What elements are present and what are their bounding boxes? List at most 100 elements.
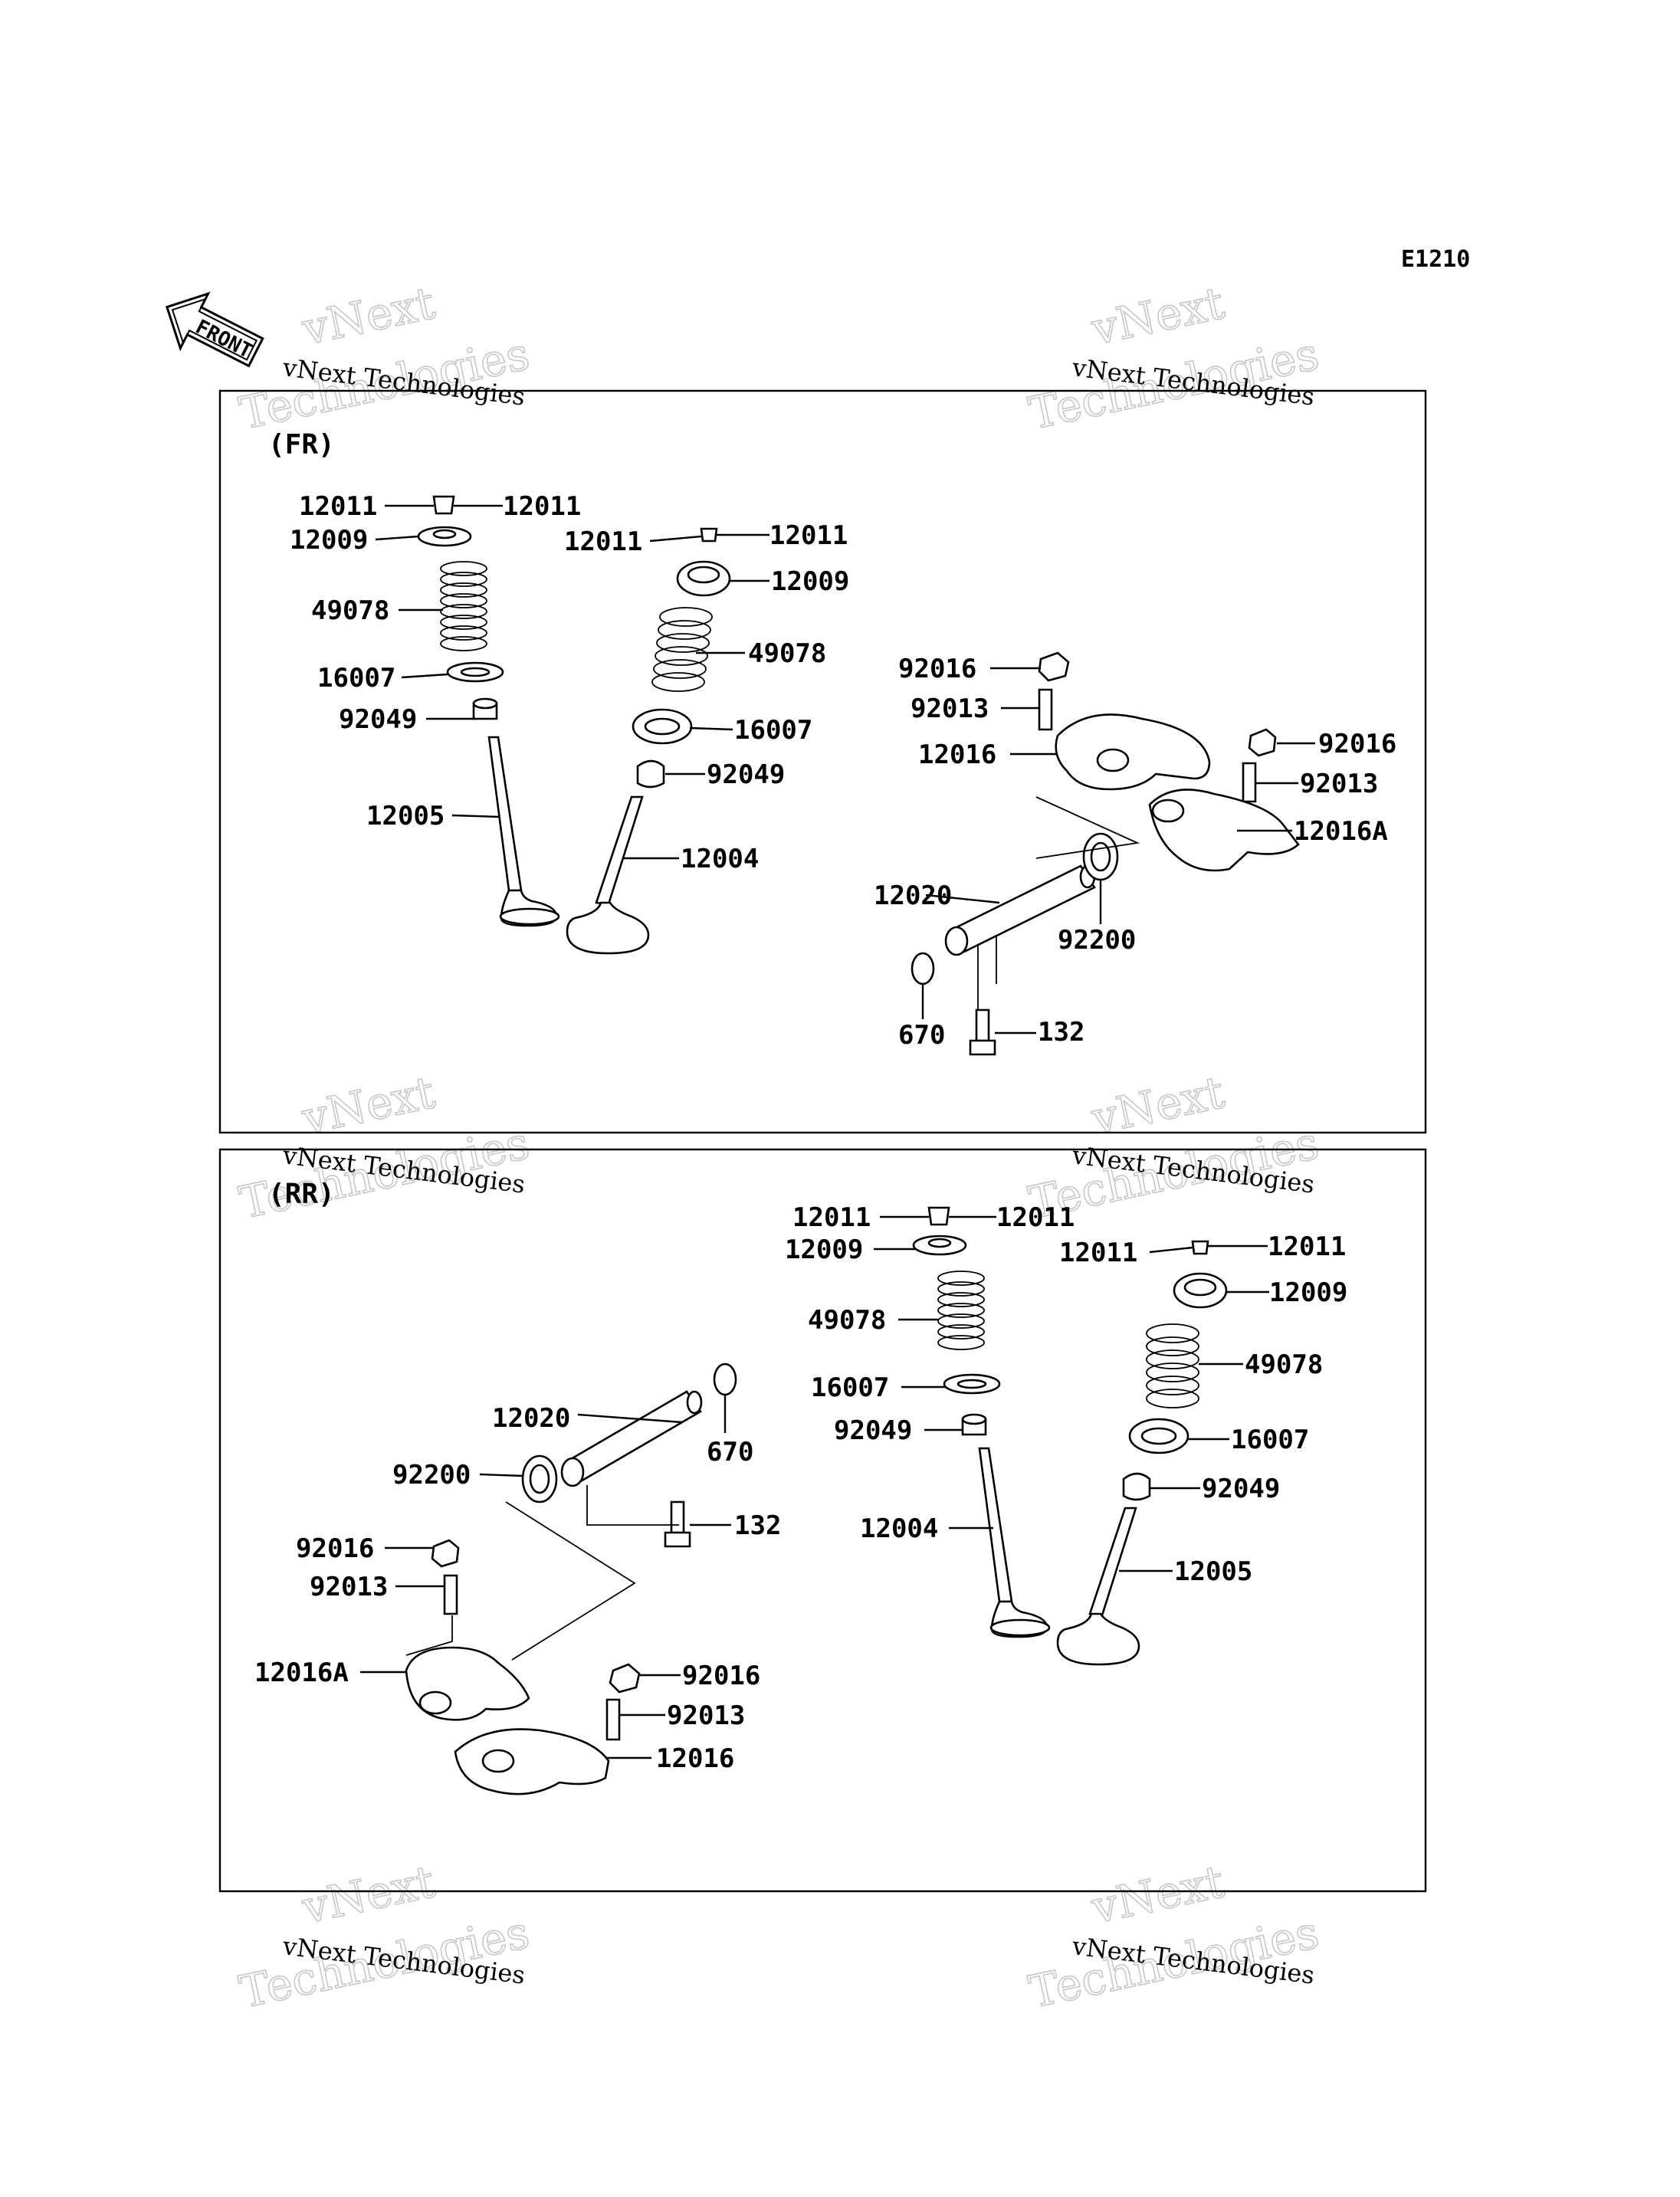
rr-label-seal-b: 92049: [1202, 1474, 1280, 1504]
fr-label-shaft: 12020: [874, 880, 952, 911]
fr-label-spring-b: 49078: [748, 638, 826, 669]
fr-oring-icon: [911, 952, 935, 985]
fr-screw2-icon: [1242, 762, 1257, 803]
fr-label-washer-a: 16007: [317, 663, 395, 694]
fr-label-oring: 670: [898, 1020, 945, 1051]
watermark-top-left: vNext Technologies vNext Technologies: [235, 276, 534, 440]
rr-screw-icon: [443, 1574, 458, 1615]
rr-label-washer-a: 16007: [811, 1372, 889, 1403]
rr-seal2-icon: [1122, 1472, 1151, 1501]
fr-label-retainer-r: 12011: [503, 491, 581, 522]
rr-retainer-icon: [927, 1206, 950, 1226]
rr-label-ring-washer: 92200: [392, 1460, 471, 1490]
fr-nut2-icon: [1248, 728, 1277, 757]
fr-label-seal-a: 92049: [339, 704, 417, 735]
fr-retainer-icon: [432, 495, 455, 515]
rr-valve-stack-right: [1056, 1240, 1228, 1666]
watermark-bottom-left: vNext Technologies vNext Technologies: [235, 1854, 534, 2018]
rr-label-spring-b: 49078: [1245, 1349, 1323, 1380]
rr-nut-icon: [431, 1539, 460, 1568]
section-rr-frame: [218, 1148, 1427, 1893]
rr-label-seal-a: 92049: [834, 1415, 912, 1446]
rr-label-washer-b: 16007: [1231, 1425, 1309, 1455]
fr-valve-exhaust-icon: [487, 736, 560, 927]
rr-retainer2-icon: [1191, 1240, 1209, 1255]
fr-label-spring-a: 49078: [311, 595, 389, 626]
fr-label-spring-seat-a: 12009: [290, 525, 368, 556]
rr-label-retainer2-l: 12011: [1059, 1238, 1137, 1268]
fr-screw-icon: [1038, 688, 1053, 731]
watermark-vnext: vNext: [297, 1855, 439, 1934]
rr-label-screw-b: 92013: [667, 1700, 745, 1731]
rr-label-valve-intake: 12004: [860, 1513, 938, 1544]
rr-rocker-arm2-icon: [454, 1728, 610, 1795]
section-fr-frame: [218, 389, 1427, 1134]
rr-label-oring: 670: [707, 1437, 753, 1467]
fr-label-rocker-b: 12016A: [1294, 816, 1388, 847]
rr-label-bolt: 132: [734, 1510, 781, 1541]
fr-label-valve-exhaust: 12005: [366, 801, 445, 831]
rr-leaders: [360, 1215, 1269, 1759]
fr-label-ring-washer: 92200: [1058, 925, 1136, 956]
rr-label-nut-b: 92016: [682, 1661, 760, 1691]
rr-bolt-icon: [664, 1500, 691, 1548]
fr-rocker-assembly: [911, 651, 1300, 1056]
fr-label-washer-b: 16007: [734, 715, 812, 746]
fr-rocker-shaft-icon: [944, 864, 1096, 956]
rr-screw2-icon: [605, 1698, 621, 1741]
rr-valve-stack-left: [912, 1206, 1051, 1638]
section-fr-title: (FR): [268, 429, 335, 461]
fr-label-retainer2-r: 12011: [769, 520, 848, 551]
rr-label-retainer-r: 12011: [996, 1202, 1075, 1233]
fr-label-retainer2-l: 12011: [564, 526, 642, 557]
fr-label-screw-a: 92013: [911, 694, 989, 724]
rr-label-retainer2-r: 12011: [1268, 1231, 1346, 1262]
fr-label-seal-b: 92049: [707, 759, 785, 790]
fr-label-valve-intake: 12004: [681, 844, 759, 874]
fr-rocker-arm2-icon: [1148, 789, 1300, 872]
fr-label-screw-b: 92013: [1300, 769, 1378, 799]
section-rr: (RR): [218, 1148, 1427, 1893]
front-arrow-icon: FRONT: [165, 291, 264, 368]
rr-label-spring-a: 49078: [808, 1305, 886, 1336]
rr-label-valve-exhaust: 12005: [1174, 1556, 1252, 1587]
watermark-top-right: vNext Technologies vNext Technologies: [1024, 276, 1324, 440]
fr-bolt-icon: [969, 1008, 996, 1056]
watermark-bottom-right: vNext Technologies vNext Technologies: [1024, 1854, 1324, 2018]
fr-rocker-arm-icon: [1055, 713, 1211, 791]
fr-retainer2-icon: [700, 527, 718, 543]
fr-label-rocker-a: 12016: [918, 739, 996, 770]
fr-valve-stack-right: [566, 527, 731, 955]
rr-label-shaft: 12020: [492, 1403, 570, 1434]
rr-spring2-icon: [1146, 1323, 1199, 1408]
watermark-vnext: vNext: [1087, 1855, 1229, 1934]
rr-nut2-icon: [609, 1663, 641, 1694]
rr-oring-icon: [713, 1362, 737, 1396]
rr-rocker-shaft-icon: [560, 1390, 703, 1487]
fr-seal2-icon: [636, 759, 665, 789]
fr-valve-intake-icon: [566, 795, 650, 955]
fr-nut-icon: [1038, 651, 1070, 682]
fr-label-nut-a: 92016: [898, 654, 976, 684]
fr-label-nut-b: 92016: [1318, 729, 1396, 759]
rr-label-rocker-b: 12016: [656, 1743, 734, 1774]
fr-spring-icon: [440, 561, 487, 651]
section-fr: (FR): [218, 389, 1427, 1134]
rr-label-retainer-l: 12011: [792, 1202, 871, 1233]
rr-rocker-assembly: [405, 1362, 737, 1795]
watermark-vnext: vNext: [1087, 277, 1229, 356]
fr-leaders: [375, 504, 1315, 1035]
rr-valve-intake-icon: [978, 1447, 1051, 1638]
fr-label-retainer-l: 12011: [299, 491, 377, 522]
rr-label-screw-a: 92013: [310, 1572, 388, 1602]
rr-label-nut-a: 92016: [296, 1533, 374, 1564]
rr-label-rocker-a: 12016A: [254, 1658, 349, 1688]
rr-valve-exhaust-icon: [1056, 1507, 1140, 1666]
rr-label-spring-seat-a: 12009: [785, 1235, 863, 1265]
section-rr-title: (RR): [268, 1179, 335, 1210]
fr-label-spring-seat-b: 12009: [771, 566, 849, 597]
fr-valve-stack-left: [417, 495, 560, 927]
fr-spring2-icon: [651, 607, 713, 692]
fr-label-bolt: 132: [1038, 1017, 1084, 1048]
